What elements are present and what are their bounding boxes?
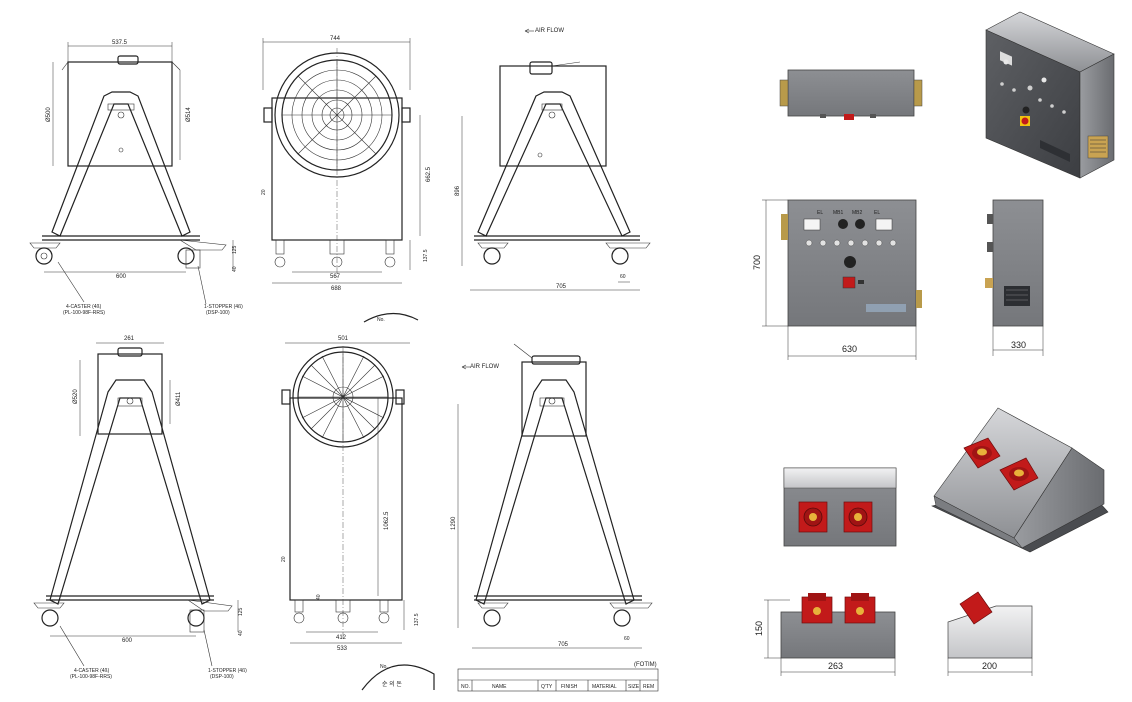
dim-base-label: 533 (337, 646, 348, 652)
tb-col-no: NO. (461, 684, 470, 690)
dim-inner-label: 567 (330, 274, 341, 280)
caster-callout: 4-CASTER (4ß) (74, 668, 110, 674)
stopper-spec-callout: (DSP-100) (206, 310, 230, 316)
dim-height-label: 1290 (451, 516, 457, 530)
panel-label-2: MB1 (833, 210, 844, 216)
caster-spec-callout: (PL-100-98F-RRS) (70, 674, 112, 680)
dim-width-label: 261 (124, 336, 135, 342)
stamp-no: No. (380, 664, 388, 670)
dim-40-label: 40 (316, 594, 322, 600)
dim-base-label: 705 (556, 284, 567, 290)
airflow-label: AIR FLOW (535, 28, 564, 34)
dim-base-label: 688 (331, 286, 342, 292)
dim-stopper2-label: 40 (232, 266, 238, 272)
panel-dim-height: 700 (752, 255, 762, 270)
control-panel-top-view (779, 69, 923, 120)
socket-box-front-view (783, 467, 897, 547)
top-front-view: 744 662.5 20 137.5 567 688 No. (261, 36, 432, 323)
dim-inner-label: 412 (336, 635, 347, 641)
tb-col-name: NAME (492, 684, 507, 690)
dim-height2-label: Ø514 (186, 107, 192, 122)
title-block: (FOTIM) NO. NAME Q'TY FINISH MATERIAL SI… (457, 662, 659, 692)
caster-spec-callout: (PL-100-98F-RRS) (63, 310, 105, 316)
dim-width-label: 744 (330, 36, 341, 42)
stopper-spec-callout: (DSP-100) (210, 674, 234, 680)
dim-height-label: 896 (455, 185, 461, 196)
tb-col-material: MATERIAL (592, 684, 617, 690)
panel-dim-side: 330 (1011, 340, 1026, 350)
socket-box-side-view: 200 (947, 591, 1033, 676)
dim-width-label: 537.5 (112, 40, 128, 46)
airflow-label: AIR FLOW (470, 364, 499, 370)
socket-box-iso-view (931, 407, 1109, 553)
dim-stopper-label: 125 (232, 245, 238, 254)
stamp-no: No. (377, 317, 385, 323)
bottom-side-view: 261 Ø520 Ø411 125 40 600 4-CASTER (4ß) (… (33, 336, 247, 680)
dim-height-label: Ø520 (73, 389, 79, 404)
bottom-front-view: 501 1062.5 20 40 137.5 412 533 No. 순 의 돈 (281, 336, 435, 691)
tb-col-finish: FINISH (561, 684, 578, 690)
stopper-callout: 1-STOPPER (4ß) (204, 304, 243, 310)
control-panel-front-view: EL MB1 MB2 EL 700 630 (752, 199, 922, 360)
dim-stopper-label: 125 (238, 607, 244, 616)
top-rear-view: AIR FLOW 896 60 705 (455, 28, 651, 291)
dim-side-label: 60 (624, 636, 630, 642)
dim-side-label: 60 (620, 274, 626, 280)
panel-label-1: EL (817, 210, 823, 216)
title-block-header: (FOTIM) (634, 662, 657, 668)
dim-h2-label: 20 (281, 556, 287, 562)
caster-callout: 4-CASTER (4ß) (66, 304, 102, 310)
dim-base-label: 705 (558, 642, 569, 648)
socket-dim-side: 200 (982, 661, 997, 671)
dim-h3-label: 137.5 (423, 249, 429, 262)
socket-box-elevation-view: 150 263 (754, 593, 896, 676)
bottom-rear-view: AIR FLOW 1290 60 705 (451, 343, 653, 649)
stamp-text: 순 의 돈 (382, 680, 402, 688)
panel-dim-width: 630 (842, 344, 857, 354)
dim-height-label: 1062.5 (384, 511, 390, 530)
dim-height-label: 662.5 (426, 166, 432, 182)
top-side-view: 537.5 Ø500 Ø514 125 40 600 4-CASTER (4ß)… (29, 40, 243, 316)
tb-col-qty: Q'TY (541, 684, 553, 690)
stopper-callout: 1-STOPPER (4ß) (208, 668, 247, 674)
socket-dim-height: 150 (754, 621, 764, 636)
dim-base-label: 600 (122, 638, 133, 644)
dim-stopper2-label: 40 (238, 630, 244, 636)
dim-base-label: 600 (116, 274, 127, 280)
dim-width-label: 501 (338, 336, 349, 342)
dim-height-label: Ø500 (46, 107, 52, 122)
dim-h2-label: 20 (261, 189, 267, 195)
tb-col-rem: REM (643, 684, 654, 690)
panel-label-3: MB2 (852, 210, 863, 216)
dim-h3-label: 137.5 (414, 613, 420, 626)
control-panel-side-view: 330 (985, 199, 1044, 356)
socket-dim-width: 263 (828, 661, 843, 671)
panel-label-4: EL (874, 210, 880, 216)
control-panel-iso-view (985, 11, 1115, 179)
tb-col-size: SIZE (628, 684, 640, 690)
dim-height2-label: Ø411 (176, 391, 182, 406)
